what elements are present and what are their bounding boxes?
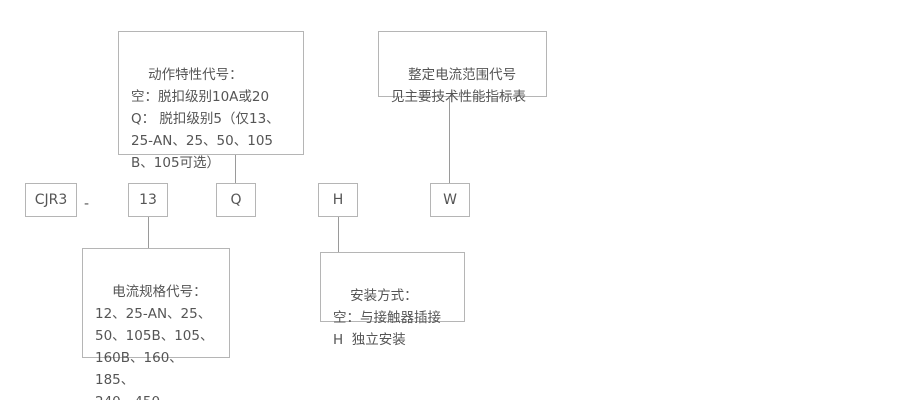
- current-rating-note-box: 电流规格代号： 12、25-AN、25、 50、105B、105、 160B、1…: [82, 248, 230, 400]
- connector-range-note-to-w: [449, 97, 450, 183]
- code-box-series-label: CJR3: [34, 192, 68, 208]
- code-separator-dash: -: [84, 196, 90, 212]
- code-box-series[interactable]: CJR3: [25, 183, 77, 217]
- current-range-note-text: 整定电流范围代号 见主要技术性能指标表: [391, 67, 526, 105]
- code-box-mounting-label: H: [332, 192, 344, 208]
- mounting-note-box: 安装方式： 空：与接触器插接 H 独立安装: [320, 252, 465, 348]
- code-box-current-rating-label: 13: [139, 192, 157, 208]
- mounting-note-text: 安装方式： 空：与接触器插接 H 独立安装: [333, 288, 441, 348]
- code-box-current-rating[interactable]: 13: [128, 183, 168, 217]
- code-box-mounting[interactable]: H: [318, 183, 358, 217]
- trip-characteristic-note-text: 动作特性代号： 空：脱扣级别10A或20 Q： 脱扣级别5（仅13、 25-AN…: [131, 67, 280, 171]
- code-box-trip-characteristic[interactable]: Q: [216, 183, 256, 217]
- connector-mounting-to-note: [338, 217, 339, 252]
- code-box-current-range-label: W: [443, 192, 457, 208]
- connector-trip-note-to-q: [235, 155, 236, 183]
- connector-rating-to-note: [148, 217, 149, 248]
- trip-characteristic-note-box: 动作特性代号： 空：脱扣级别10A或20 Q： 脱扣级别5（仅13、 25-AN…: [118, 31, 304, 171]
- current-rating-note-text: 电流规格代号： 12、25-AN、25、 50、105B、105、 160B、1…: [95, 284, 214, 400]
- current-range-note-box: 整定电流范围代号 见主要技术性能指标表: [378, 31, 547, 105]
- code-box-trip-characteristic-label: Q: [230, 192, 242, 208]
- code-box-current-range[interactable]: W: [430, 183, 470, 217]
